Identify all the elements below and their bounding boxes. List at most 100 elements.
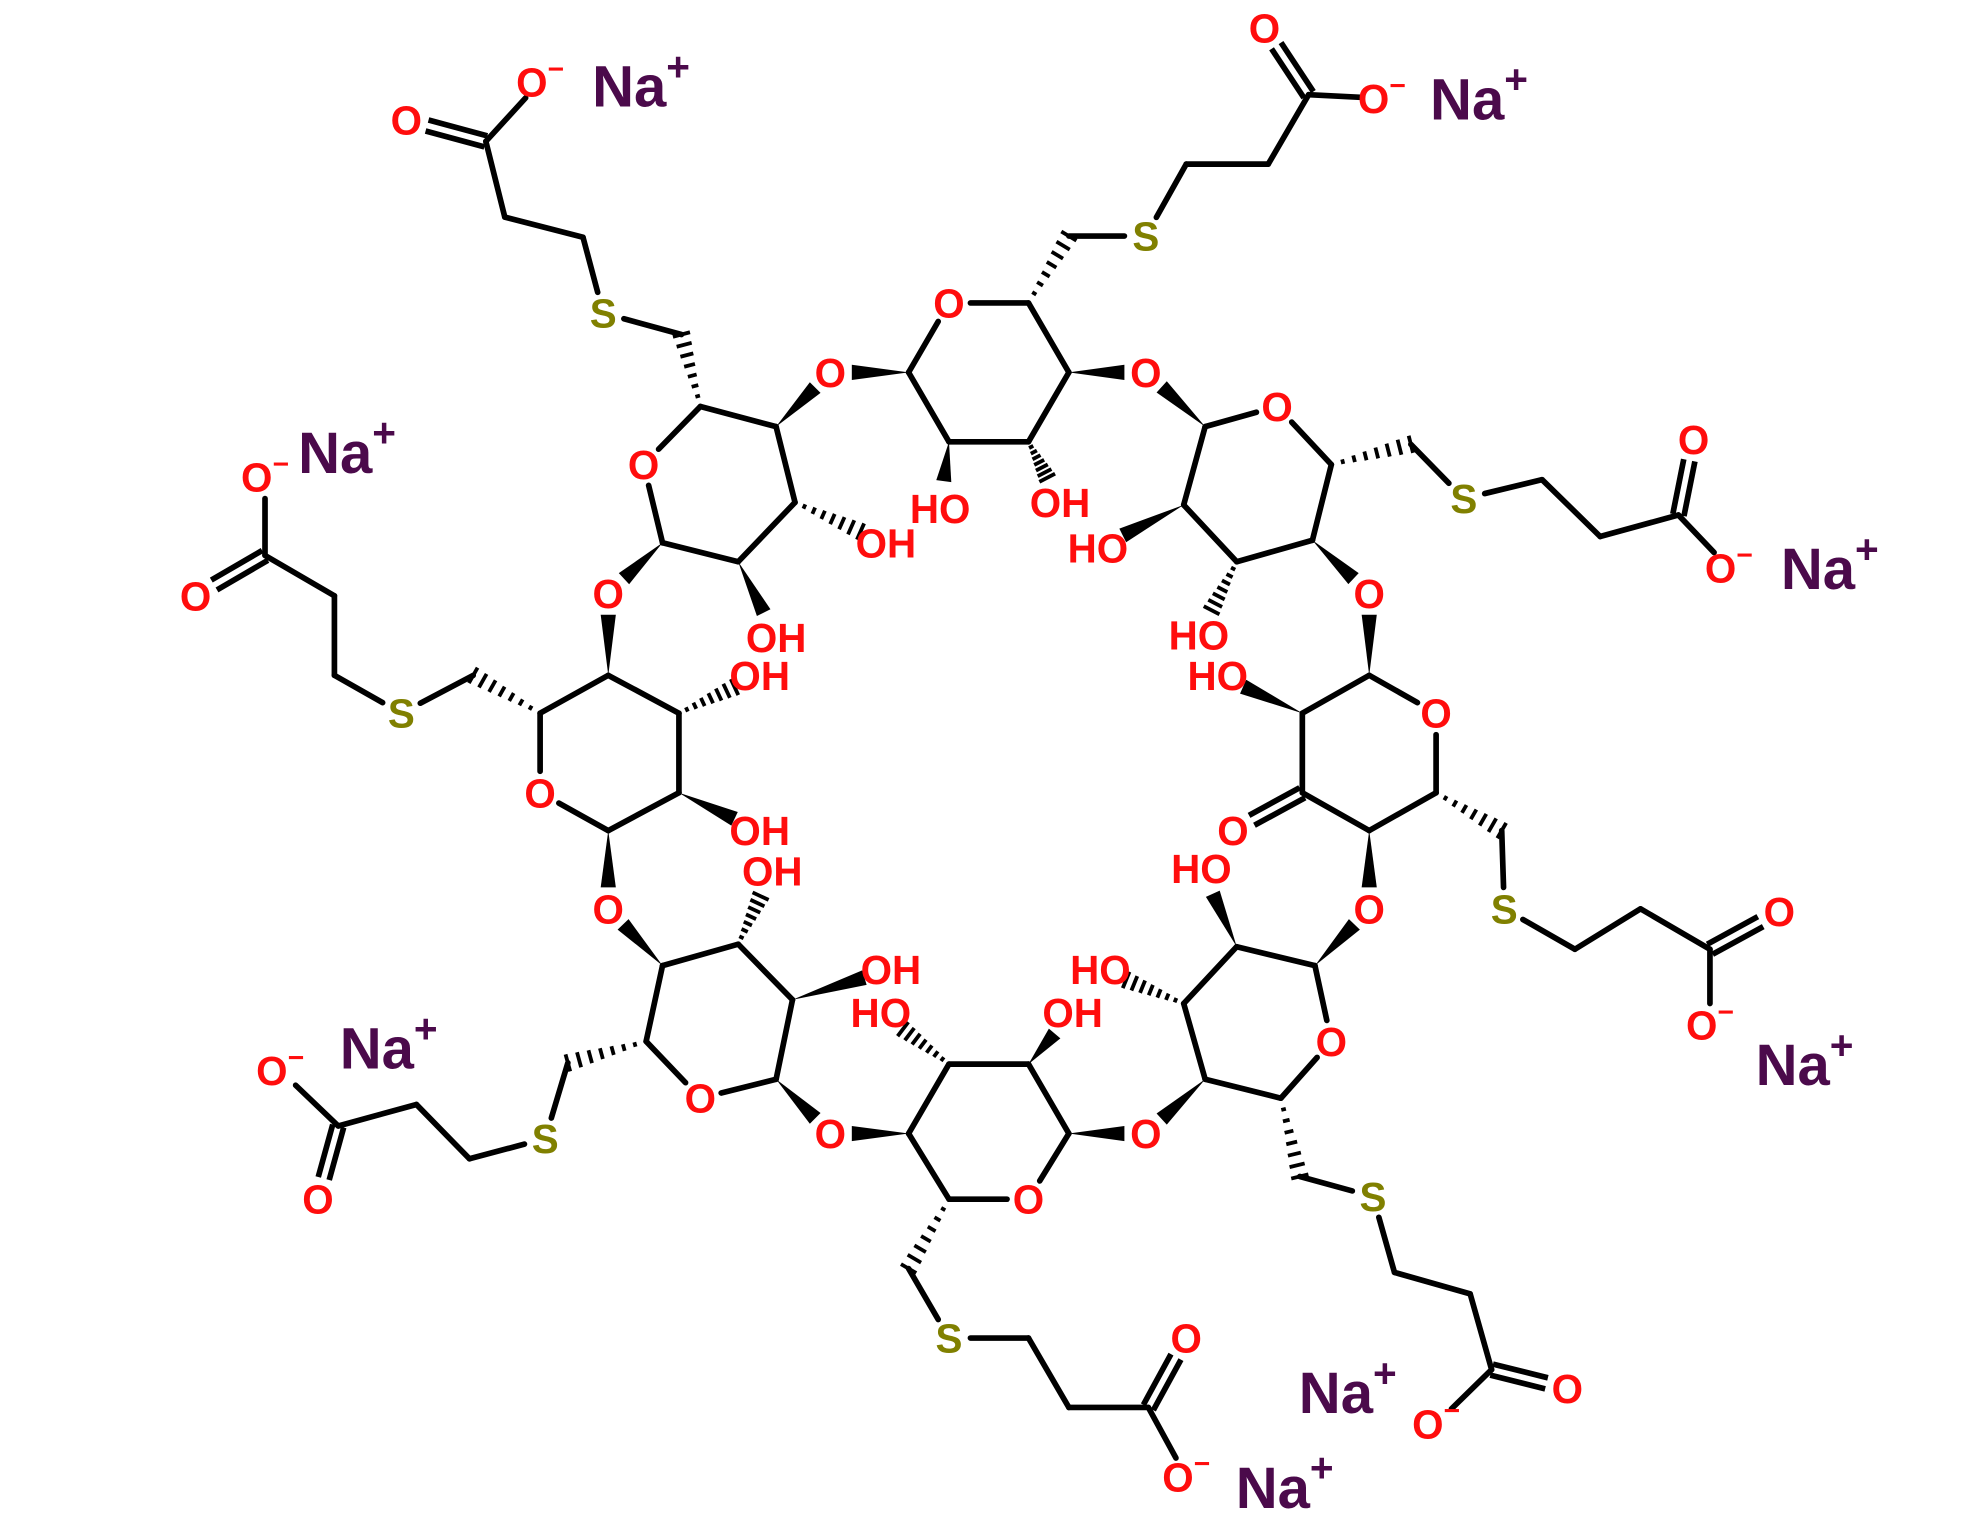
- wedge-bond: [1156, 381, 1206, 427]
- single-bond: [417, 672, 477, 707]
- atom-symbol: O: [1013, 1177, 1044, 1223]
- atom-label-hydroxyl: HO: [1171, 846, 1232, 892]
- single-bond: [292, 1082, 342, 1129]
- atom-symbol: O: [1412, 1401, 1443, 1447]
- wedge-bond: [1119, 504, 1184, 543]
- wedge-bond: [1312, 540, 1359, 585]
- single-bond: [645, 482, 666, 546]
- wedge-bond: [1314, 919, 1360, 966]
- single-bond: [1153, 161, 1190, 221]
- charge-sign: +: [666, 44, 690, 90]
- hashed-bond: [1026, 229, 1078, 306]
- atom-symbol: S: [388, 691, 415, 737]
- hashed-bond: [1202, 559, 1239, 617]
- single-bond: [697, 403, 779, 430]
- atom-label-oxygen: O: [593, 571, 624, 617]
- atom-symbol: Na: [298, 421, 373, 486]
- atom-symbol: HO: [1171, 846, 1232, 892]
- atom-symbol: OH: [746, 615, 807, 661]
- charge-sign: −: [548, 52, 565, 84]
- charge-sign: +: [1373, 1350, 1397, 1396]
- double-bond: [209, 548, 270, 593]
- atom-symbol: O: [1162, 1454, 1193, 1500]
- atom-symbol: O: [685, 1076, 716, 1122]
- single-bond: [1299, 789, 1373, 834]
- atom-label-oxygen: O: [1130, 1111, 1161, 1157]
- single-bond: [905, 369, 952, 445]
- atom-symbol: O: [1552, 1366, 1583, 1412]
- atom-label-sulfur: S: [1450, 476, 1477, 522]
- charge-sign: −: [1736, 538, 1753, 570]
- hashed-bond: [672, 330, 703, 409]
- single-bond: [1637, 906, 1713, 953]
- single-bond: [1520, 916, 1578, 953]
- atom-symbol: HO: [851, 990, 912, 1036]
- single-bond: [1025, 300, 1072, 376]
- atom-symbol: Na: [1781, 537, 1856, 602]
- atom-symbol: O: [1249, 5, 1280, 51]
- single-bond: [659, 941, 742, 969]
- charge-sign: +: [1310, 1445, 1334, 1491]
- wedge-bond: [776, 382, 821, 427]
- atom-symbol: O: [180, 573, 211, 619]
- atom-symbol: HO: [1068, 525, 1129, 571]
- wedge-bond: [936, 441, 952, 483]
- atom-label-sodium-cation: Na+: [340, 1005, 438, 1081]
- single-bond: [735, 499, 798, 565]
- atom-symbol: S: [936, 1316, 963, 1362]
- single-bond: [1391, 1269, 1474, 1297]
- single-bond: [1675, 512, 1717, 556]
- atom-symbol: O: [815, 1111, 846, 1157]
- atom-label-sodium-cation: Na+: [1299, 1350, 1397, 1426]
- single-bond: [1145, 1404, 1179, 1461]
- atom-symbol: O: [516, 60, 547, 106]
- atom-symbol: O: [1354, 571, 1385, 617]
- single-bond: [1180, 423, 1209, 508]
- single-bond: [580, 234, 601, 296]
- atom-label-oxygen: O: [180, 573, 211, 619]
- atom-symbol: O: [524, 770, 555, 816]
- atom-label-hydroxyl: HO: [1188, 653, 1249, 699]
- single-bond: [735, 941, 796, 1003]
- single-bond: [1025, 1061, 1072, 1137]
- single-bond: [1572, 906, 1644, 953]
- atom-label-oxygen: O: [1217, 808, 1248, 854]
- atom-label-hydroxyl: HO: [910, 486, 971, 532]
- single-bond: [905, 318, 942, 376]
- charge-sign: +: [1830, 1022, 1854, 1068]
- atom-label-sodium-cation: Na+: [1781, 526, 1879, 602]
- single-bond: [1498, 827, 1507, 891]
- atom-label-oxygen: O: [1013, 1177, 1044, 1223]
- bonds: [209, 40, 1765, 1461]
- atom-label-carboxylate-oxygen: O−: [1162, 1447, 1210, 1500]
- single-bond: [1376, 1214, 1398, 1276]
- atom-label-oxygen: O: [1316, 1019, 1347, 1065]
- single-bond: [1233, 943, 1318, 969]
- atom-label-hydroxyl: HO: [851, 990, 912, 1036]
- atom-symbol: O: [815, 350, 846, 396]
- single-bond: [483, 138, 508, 220]
- single-bond: [1305, 91, 1364, 101]
- atom-symbol: OH: [742, 849, 803, 895]
- hashed-bond: [676, 678, 741, 716]
- atom-label-hydroxyl: OH: [746, 615, 807, 661]
- double-bond: [1489, 1361, 1549, 1392]
- wedge-bond: [1028, 1028, 1061, 1065]
- atom-label-sulfur: S: [532, 1116, 559, 1162]
- atom-label-sodium-cation: Na+: [1430, 56, 1528, 132]
- atom-symbol: O: [1316, 1019, 1347, 1065]
- atom-label-oxygen: O: [815, 1111, 846, 1157]
- atom-label-oxygen: O: [302, 1177, 333, 1223]
- wedge-bond: [738, 561, 771, 617]
- wedge-bond: [617, 919, 663, 966]
- atom-label-hydroxyl: OH: [861, 947, 922, 993]
- charge-sign: +: [414, 1005, 438, 1051]
- single-bond: [262, 552, 338, 599]
- atom-symbol: O: [593, 571, 624, 617]
- atom-symbol: S: [1491, 886, 1518, 932]
- hashed-bond: [900, 1196, 952, 1275]
- atom-symbol: OH: [1042, 990, 1103, 1036]
- atom-symbol: O: [1261, 384, 1292, 430]
- atom-symbol: HO: [1169, 612, 1230, 658]
- atom-symbol: O: [593, 886, 624, 932]
